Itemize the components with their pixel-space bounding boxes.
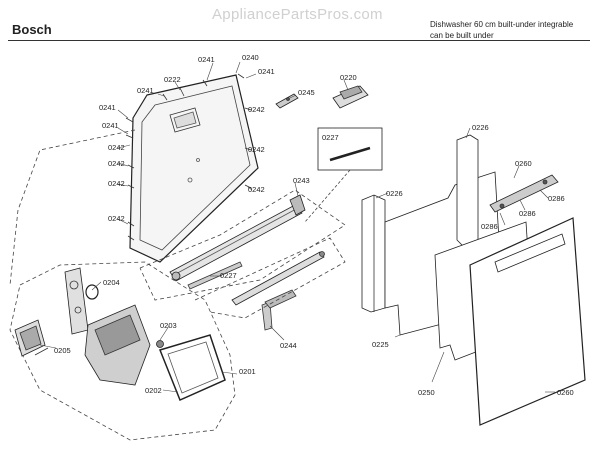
handle-bar-0260 (489, 174, 559, 213)
callout-0220: 0220 (340, 73, 357, 82)
inner-door-panel (129, 74, 259, 263)
callout-0225: 0225 (372, 340, 389, 349)
part-0220 (332, 85, 369, 109)
callout-0241: 0241 (258, 67, 275, 76)
screws-0241 (125, 73, 245, 139)
callout-0244: 0244 (280, 341, 297, 350)
callout-0286: 0286 (519, 209, 536, 218)
watermark: AppliancePartsPros.com (212, 6, 383, 23)
callout-labels: 0240 0241 0222 0241 0241 0241 0241 0242 … (54, 53, 574, 397)
door-seal-rails (169, 194, 306, 290)
callout-0243: 0243 (293, 176, 310, 185)
callout-0250: 0250 (418, 388, 435, 397)
callout-0260: 0260 (557, 388, 574, 397)
header-divider (8, 40, 590, 41)
callout-0202: 0202 (145, 386, 162, 395)
callout-0226: 0226 (386, 189, 403, 198)
model-description-line2: can be built under (430, 31, 494, 40)
callout-0240: 0240 (242, 53, 259, 62)
callout-0242: 0242 (248, 185, 265, 194)
callout-0242: 0242 (108, 159, 125, 168)
callout-0227: 0227 (220, 271, 237, 280)
callout-0203: 0203 (160, 321, 177, 330)
detail-box-0227 (304, 127, 383, 223)
callout-0245: 0245 (298, 88, 315, 97)
callout-0201: 0201 (239, 367, 256, 376)
callout-0242: 0242 (248, 105, 265, 114)
callout-0260: 0260 (515, 159, 532, 168)
callout-0227: 0227 (322, 133, 339, 142)
front-panel-0260 (469, 217, 586, 426)
hinge-bracket (275, 93, 299, 109)
side-strip-0226-left (361, 194, 386, 313)
model-description-line1: Dishwasher 60 cm built-under integrable (430, 20, 574, 29)
control-module-0203 (84, 304, 164, 386)
part-0205 (14, 319, 49, 357)
frame-0202 (158, 334, 226, 402)
callout-0242: 0242 (108, 143, 125, 152)
callout-0222: 0222 (164, 75, 181, 84)
callout-0241: 0241 (198, 55, 215, 64)
callout-0242: 0242 (108, 179, 125, 188)
callout-0241: 0241 (99, 103, 116, 112)
callout-0241: 0241 (102, 121, 119, 130)
callout-0205: 0205 (54, 346, 71, 355)
rail-0244 (231, 251, 325, 331)
callout-0286: 0286 (548, 194, 565, 203)
callout-0241: 0241 (137, 86, 154, 95)
leader-lines (39, 61, 555, 393)
callout-0242: 0242 (108, 214, 125, 223)
callout-0226: 0226 (472, 123, 489, 132)
callout-0204: 0204 (103, 278, 120, 287)
callout-0286: 0286 (481, 222, 498, 231)
dashed-group-lines (9, 129, 346, 441)
callout-0242: 0242 (248, 145, 265, 154)
brand-name: Bosch (12, 22, 52, 37)
side-strip-0226-right (456, 134, 479, 247)
